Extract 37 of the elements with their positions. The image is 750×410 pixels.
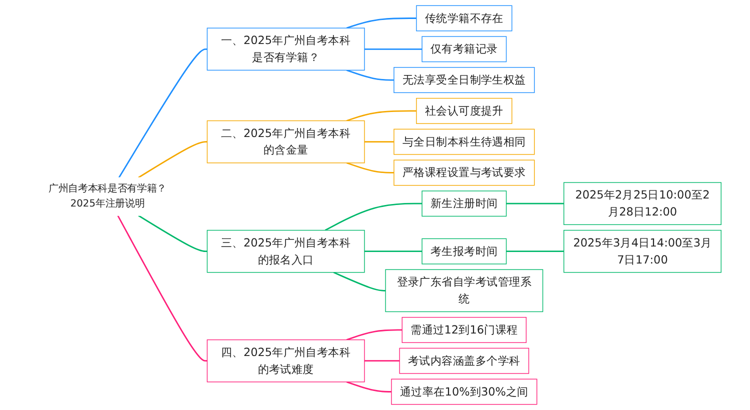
connector [324, 202, 422, 231]
node-box: 二、2025年广州自考本科的含金量 [206, 120, 365, 164]
connector [346, 110, 416, 122]
connector [118, 48, 208, 178]
node-box: 三、2025年广州自考本科的报名入口 [206, 230, 365, 273]
connector [117, 215, 208, 362]
connector [506, 202, 564, 204]
node-box: 2025年3月4日14:00至3月7日17:00 [564, 230, 722, 273]
connector [364, 360, 400, 362]
node-box: 考试内容涵盖多个学科 [399, 348, 530, 374]
node-box: 四、2025年广州自考本科的考试难度 [206, 339, 365, 382]
node-box: 登录广东省自学考试管理系统 [385, 269, 544, 312]
node-box: 传统学籍不存在 [416, 5, 512, 32]
connector [364, 250, 422, 252]
node-box: 通过率在10%到30%之间 [391, 378, 538, 405]
node-box: 一、2025年广州自考本科是否有学籍？ [206, 28, 365, 71]
connector [346, 70, 394, 81]
connector [364, 48, 422, 50]
connector [346, 18, 416, 29]
connector [138, 141, 208, 178]
connector [346, 329, 402, 340]
node-box: 与全日制本科生待遇相同 [394, 128, 535, 155]
node-box: 社会认可度提升 [416, 98, 512, 124]
node-box: 2025年2月25日10:00至2月28日12:00 [564, 182, 722, 225]
node-box: 新生注册时间 [422, 190, 507, 217]
connector [138, 214, 208, 252]
connector [346, 381, 392, 392]
connector [506, 250, 564, 252]
node-box: 仅有考籍记录 [422, 36, 507, 62]
node-box: 无法享受全日制学生权益 [394, 67, 535, 94]
node-box: 严格课程设置与考试要求 [394, 160, 535, 186]
connector [364, 141, 394, 143]
node-text: 广州自考本科是否有学籍？2025年注册说明 [48, 183, 166, 210]
node-box: 需通过12到16门课程 [402, 316, 527, 343]
connector [333, 272, 386, 292]
connector [346, 162, 394, 174]
node-box: 考生报考时间 [422, 238, 507, 264]
